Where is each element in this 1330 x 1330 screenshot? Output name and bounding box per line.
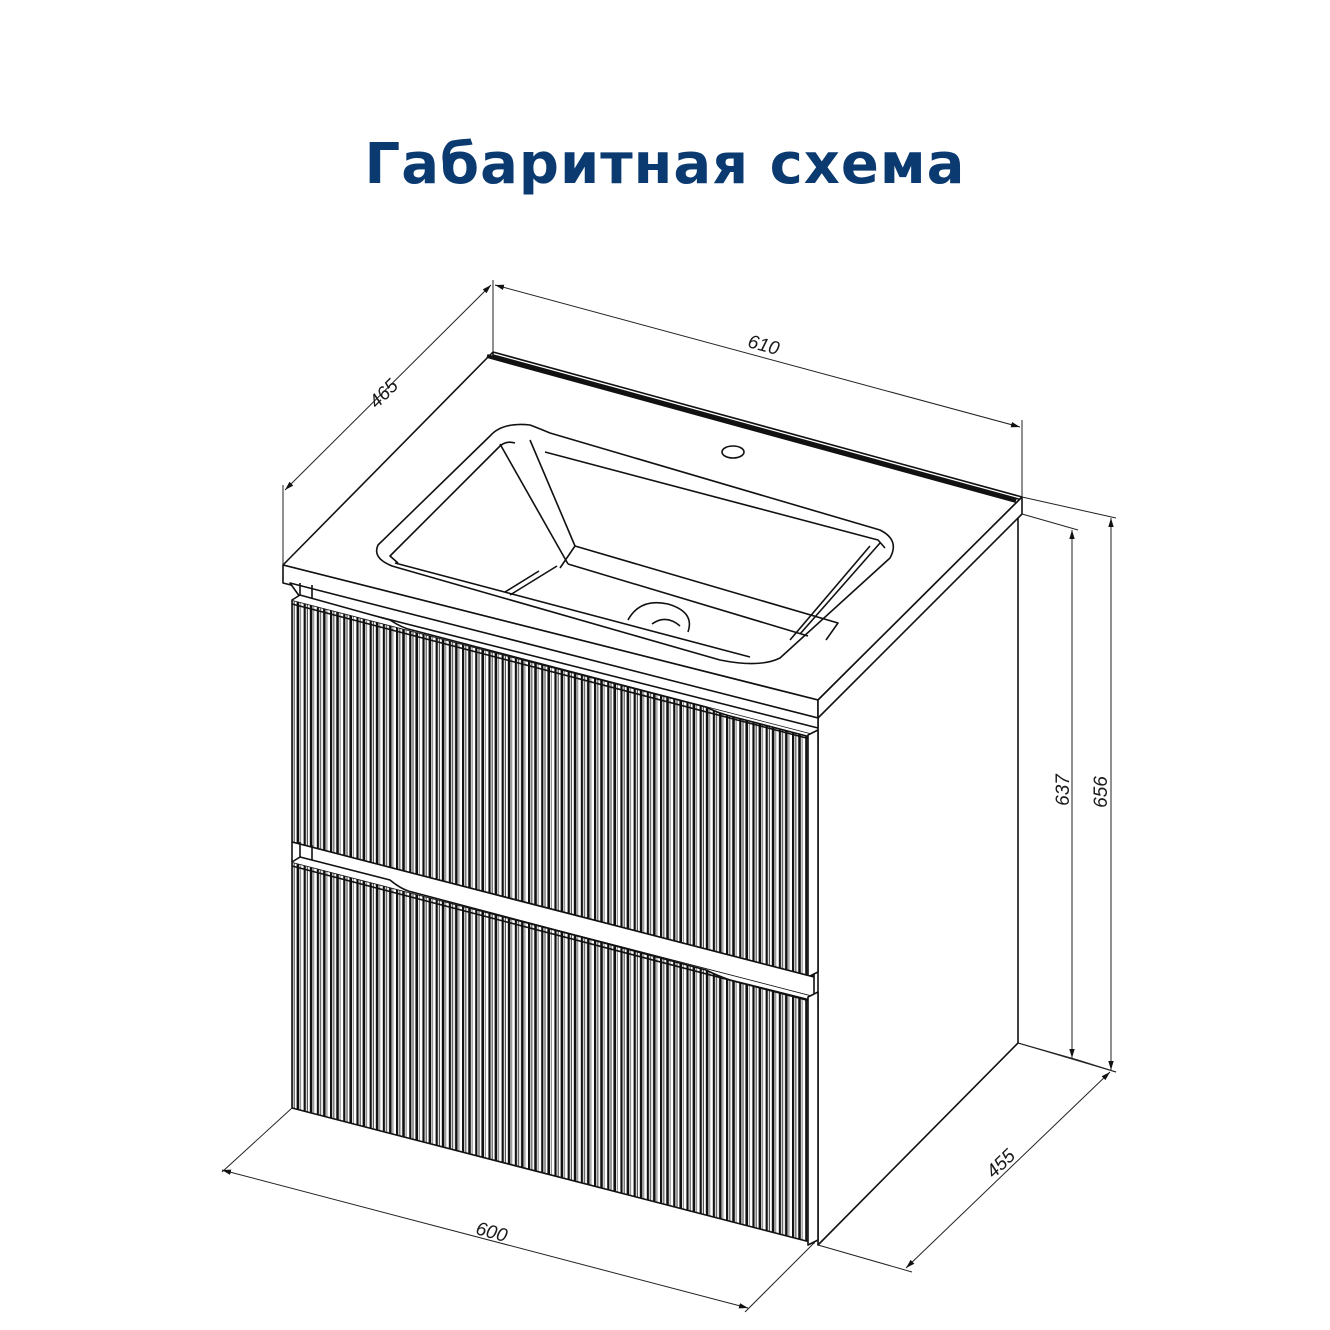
- label-countertop-width: 610: [745, 331, 781, 360]
- drain: [627, 601, 691, 633]
- dimension-lines: [221, 280, 1117, 1313]
- label-countertop-depth: 465: [365, 375, 403, 413]
- page-title: Габаритная схема: [364, 132, 966, 197]
- label-cabinet-width: 600: [473, 1218, 509, 1247]
- label-total-height: 656: [1091, 776, 1112, 808]
- label-cabinet-depth: 455: [982, 1145, 1020, 1182]
- label-cabinet-height: 637: [1053, 773, 1074, 806]
- tap-hole: [721, 445, 745, 459]
- dim-countertop-depth: [282, 280, 494, 565]
- vanity-model: [282, 351, 1023, 1246]
- cabinet-top-gap: [289, 582, 819, 729]
- dim-cabinet-width: [221, 1107, 815, 1313]
- sink-basin: [375, 423, 895, 665]
- dim-cabinet-depth: [817, 1042, 1117, 1273]
- top-drawer: [291, 594, 819, 978]
- dim-countertop-width: [494, 284, 1023, 497]
